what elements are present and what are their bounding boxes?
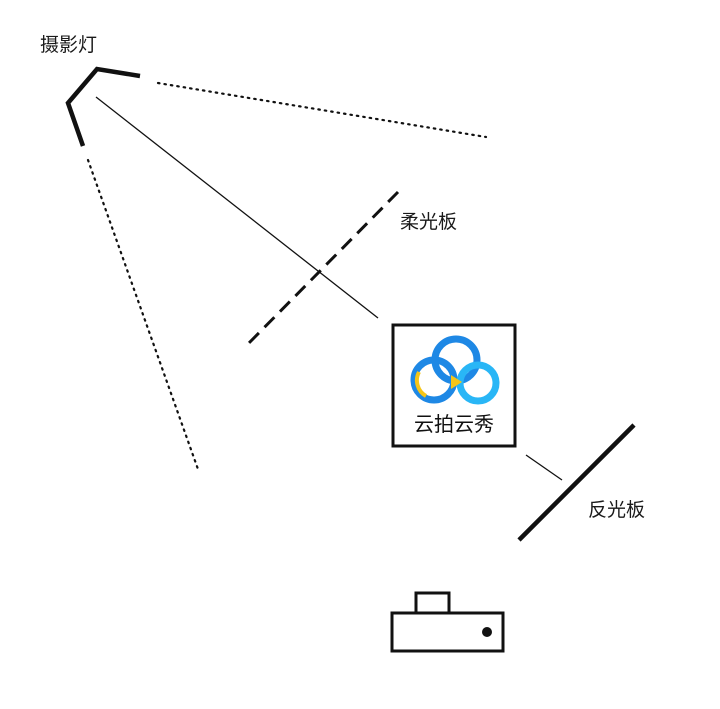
camera-icon — [390, 591, 505, 653]
key-light-ray — [95, 96, 379, 319]
studio-light-label: 摄影灯 — [40, 34, 97, 56]
diffuser-label: 柔光板 — [400, 211, 457, 233]
reflected-light-ray — [525, 454, 563, 481]
light-beam-upper — [156, 81, 488, 139]
reflector-label: 反光板 — [588, 499, 645, 521]
diffuser-panel — [242, 190, 400, 350]
studio-light-icon — [65, 66, 141, 147]
subject-product: 云拍云秀 — [391, 323, 517, 448]
logo-text: 云拍云秀 — [414, 412, 494, 436]
cloud-logo-icon — [410, 335, 500, 405]
reflector-panel — [517, 423, 636, 542]
light-beam-lower — [86, 158, 201, 474]
